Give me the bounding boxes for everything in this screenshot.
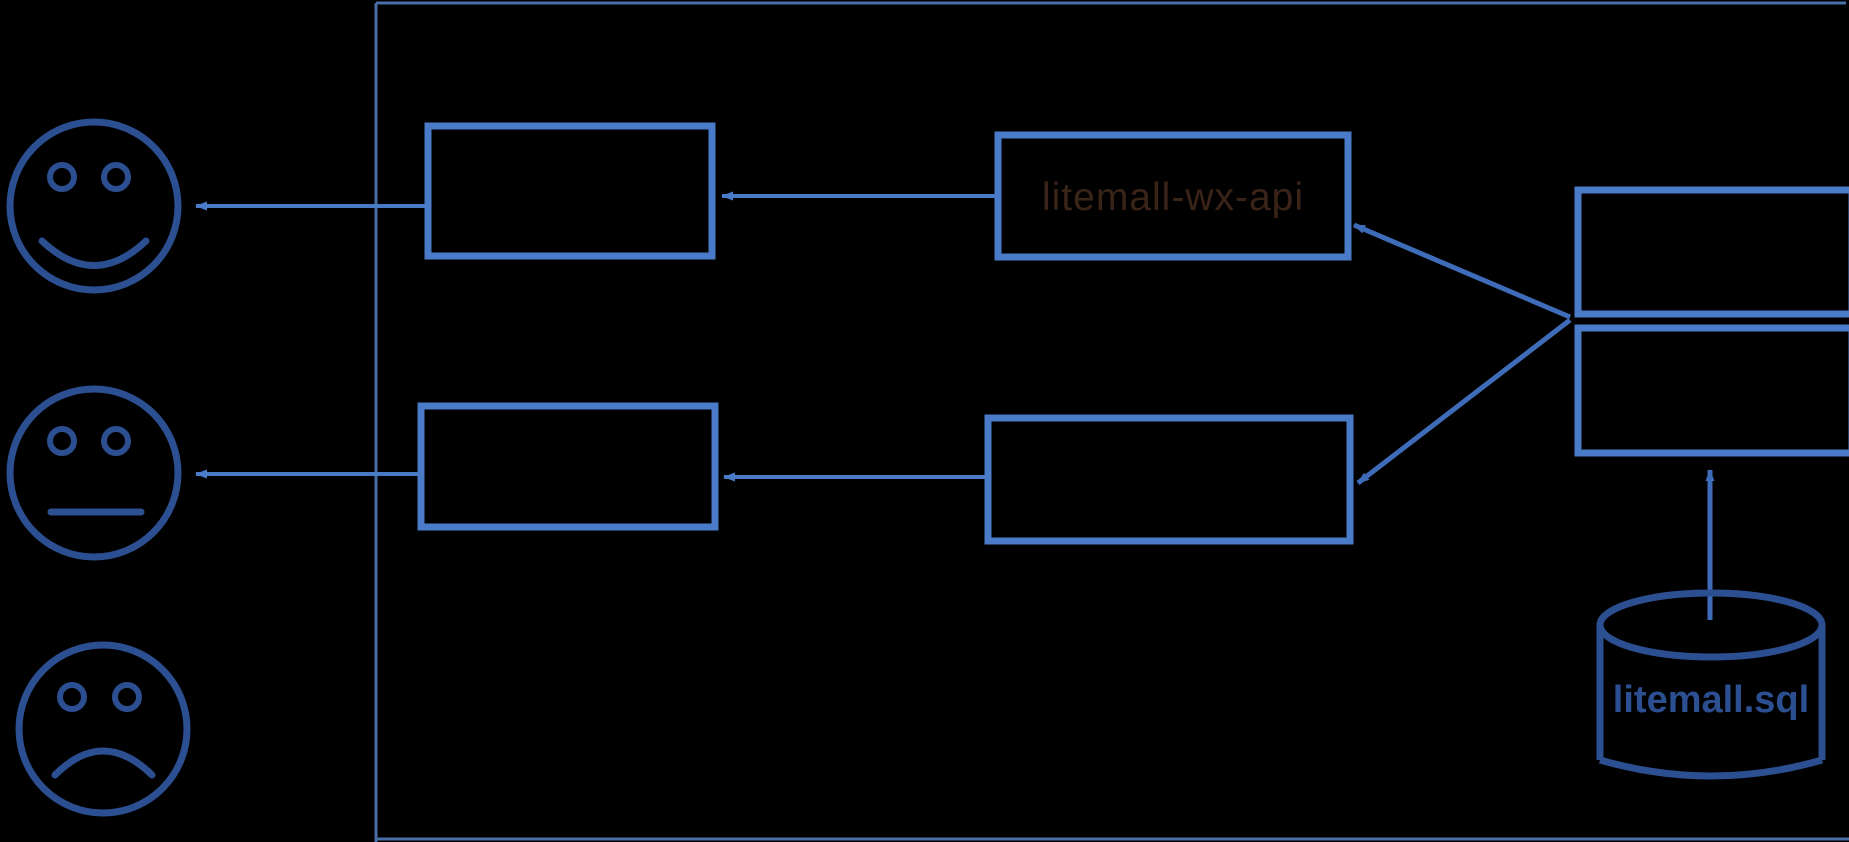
sad-face-icon [15, 641, 191, 817]
litemall-wx-api-box[interactable] [994, 131, 1352, 261]
api-bottom-box[interactable] [984, 414, 1354, 545]
edge-core-to-api-top [1353, 222, 1571, 320]
happy-face-icon [6, 118, 182, 294]
core-top-box[interactable] [1574, 186, 1849, 318]
core-bottom-box[interactable] [1574, 324, 1849, 457]
database-label: litemall.sql [1613, 679, 1809, 721]
litemall-wx-api-label: litemall-wx-api [1042, 176, 1304, 219]
edge-core-to-api-bottom [1356, 318, 1572, 485]
frontend-top-box[interactable] [424, 122, 716, 260]
frontend-bottom-box[interactable] [417, 402, 719, 531]
server-boundary [374, 1, 1849, 842]
database-cylinder[interactable] [1596, 589, 1826, 780]
neutral-face-icon [6, 385, 182, 561]
